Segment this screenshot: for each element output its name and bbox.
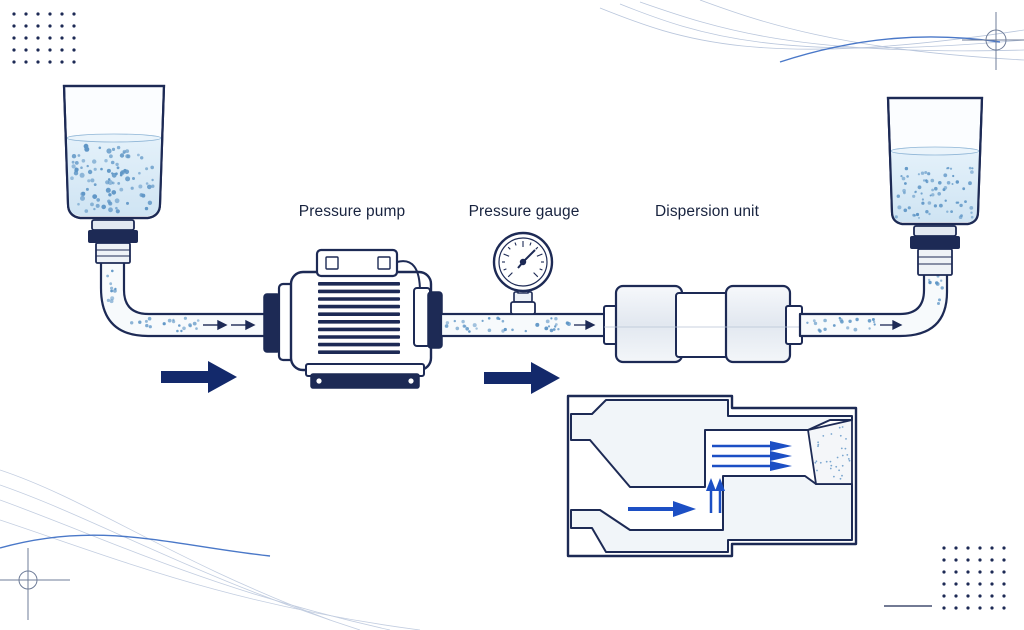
label-pressure-gauge: Pressure gauge bbox=[468, 203, 580, 220]
dispersion-unit-icon bbox=[603, 284, 803, 364]
accent-wave-bottom-left bbox=[0, 534, 271, 557]
pump-cooling-fins bbox=[318, 282, 400, 354]
crosshair-bottom-left bbox=[0, 548, 70, 620]
wave-lines-top-right bbox=[599, 0, 1024, 61]
receiving-tank-icon bbox=[886, 96, 984, 276]
wave-lines-bottom-left bbox=[0, 469, 421, 630]
inlet-pipe bbox=[99, 260, 270, 338]
dot-grid-bottom-right bbox=[942, 546, 1006, 610]
flow-arrow-middle bbox=[484, 362, 560, 394]
label-pressure-pump: Pressure pump bbox=[298, 203, 406, 220]
pressure-pump-icon bbox=[263, 248, 443, 389]
label-dispersion-unit: Dispersion unit bbox=[654, 203, 760, 220]
pressure-gauge-icon bbox=[492, 231, 554, 315]
inlet-flow-arrows bbox=[203, 319, 256, 331]
connecting-pipe bbox=[439, 312, 611, 338]
outlet-pipe-bubbles bbox=[806, 274, 944, 333]
accent-wave-top-right bbox=[779, 36, 1001, 63]
source-tank-icon bbox=[62, 84, 166, 264]
outlet-pipe bbox=[798, 272, 949, 338]
receiving-tank-particles bbox=[894, 166, 974, 219]
jet-flow-arrows bbox=[628, 441, 792, 517]
nozzle-output-particles bbox=[814, 426, 851, 480]
inlet-pipe-bubbles bbox=[106, 269, 200, 333]
gauge-ticks bbox=[502, 241, 544, 278]
crosshair-top-right bbox=[962, 12, 1024, 70]
flow-arrow-left bbox=[161, 361, 237, 393]
dispersion-cross-section-detail bbox=[566, 394, 858, 558]
dot-grid-top-left bbox=[12, 12, 76, 64]
source-tank-particles bbox=[70, 143, 155, 214]
connecting-pipe-bubbles bbox=[444, 316, 571, 333]
